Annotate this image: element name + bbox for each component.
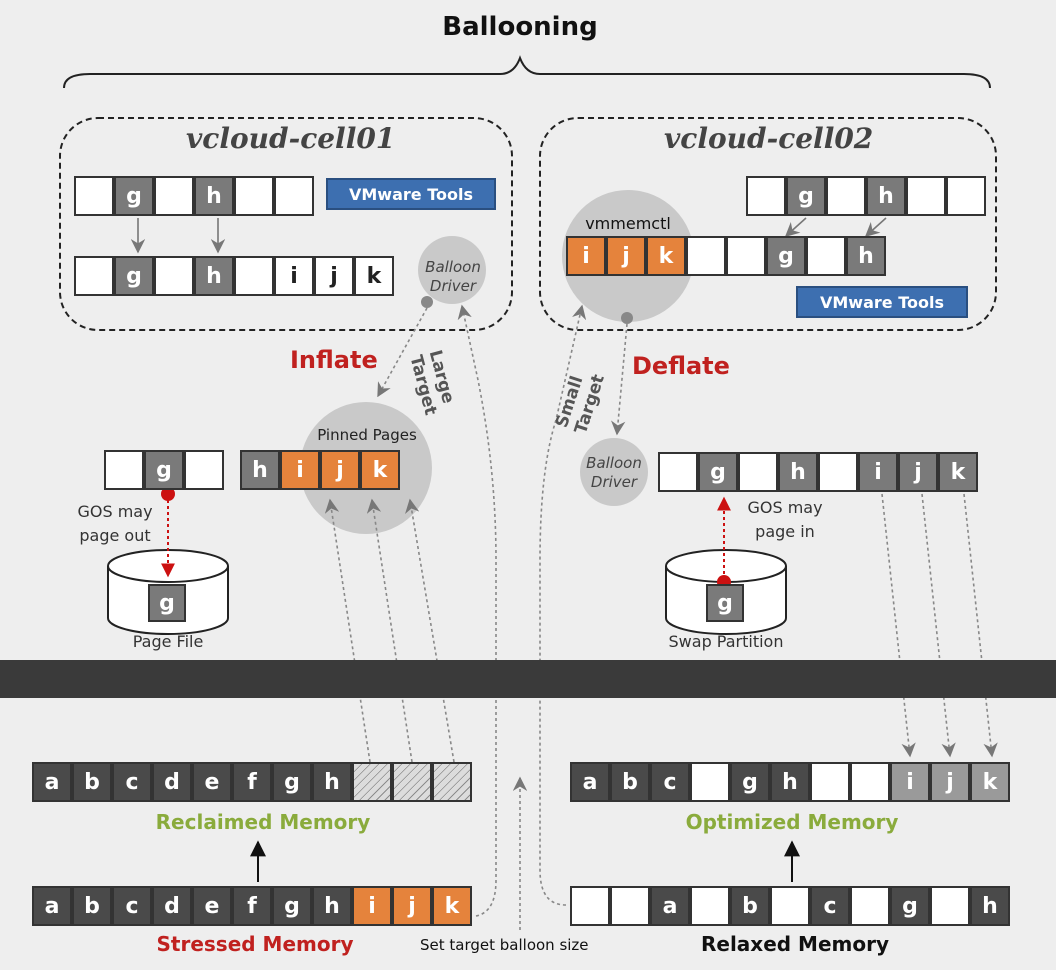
vmware-tools-badge-right: VMware Tools bbox=[796, 286, 968, 318]
gos-page-out-label: GOS may page out bbox=[77, 502, 153, 545]
balloon-knot-1 bbox=[421, 296, 433, 308]
optimized-link-i bbox=[881, 493, 916, 758]
deflate-arrow bbox=[611, 323, 628, 436]
inflate-label: Inflate bbox=[290, 346, 378, 374]
balloon-driver-circle-1 bbox=[418, 236, 486, 304]
set-target-label: Set target balloon size bbox=[420, 936, 589, 954]
host-box-cell01 bbox=[59, 117, 513, 331]
balloon-driver-circle-2 bbox=[580, 438, 648, 506]
arrow-h-down-cell02 bbox=[864, 217, 887, 237]
diagram-title: Ballooning bbox=[442, 12, 598, 42]
balloon-knot-2 bbox=[621, 312, 633, 324]
vmware-tools-badge-left: VMware Tools bbox=[326, 178, 496, 210]
small-target-line bbox=[539, 304, 587, 906]
page-out-dot bbox=[161, 487, 175, 501]
host-box-cell02 bbox=[539, 117, 997, 331]
swap-partition-disk bbox=[665, 549, 787, 635]
deflate-label: Deflate bbox=[632, 352, 730, 380]
balloon-driver-label-2: Balloon Driver bbox=[586, 454, 642, 491]
page-file-label: Page File bbox=[132, 632, 204, 651]
host-label-cell02: vcloud-cell02 bbox=[664, 122, 874, 155]
title-brace bbox=[63, 55, 991, 89]
vmmemctl-balloon bbox=[562, 190, 694, 322]
reclaimed-memory-label: Reclaimed Memory bbox=[155, 810, 371, 834]
stressed-memory-label: Stressed Memory bbox=[156, 932, 354, 956]
optimized-link-k bbox=[963, 493, 998, 758]
relaxed-memory-label: Relaxed Memory bbox=[700, 932, 889, 956]
large-target-line bbox=[457, 304, 497, 917]
pinned-pages-label: Pinned Pages bbox=[317, 426, 417, 444]
pinned-pages-balloon bbox=[300, 402, 432, 534]
pinned-link-j bbox=[366, 498, 413, 763]
pinned-link-i bbox=[324, 498, 371, 763]
arrow-g-down-cell02 bbox=[784, 217, 807, 237]
balloon-driver-label-1: Balloon Driver bbox=[425, 258, 481, 295]
host-label-cell01: vcloud-cell01 bbox=[186, 122, 396, 155]
optimized-memory-label: Optimized Memory bbox=[685, 810, 899, 834]
inflate-arrow bbox=[377, 307, 428, 398]
vmmemctl-label: vmmemctl bbox=[585, 214, 671, 233]
gos-page-in-label: GOS may page in bbox=[747, 498, 823, 541]
optimized-link-j bbox=[921, 493, 956, 758]
pinned-link-k bbox=[405, 498, 455, 763]
swap-partition-label: Swap Partition bbox=[668, 632, 784, 651]
page-in-dot bbox=[717, 575, 731, 589]
host-divider-bar bbox=[0, 660, 1056, 698]
pushpin-icons bbox=[273, 259, 367, 288]
